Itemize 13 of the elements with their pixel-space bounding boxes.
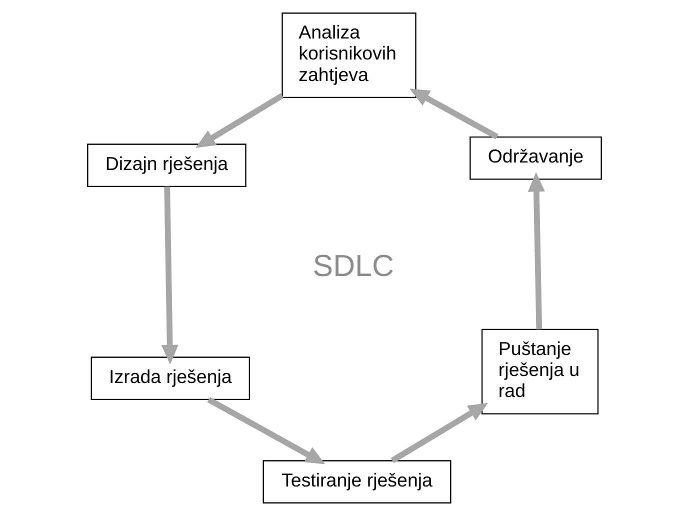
- arrow: [206, 396, 325, 464]
- node-box: Puštanje rješenja u rad: [480, 328, 598, 414]
- arrow: [195, 93, 284, 148]
- arrow: [390, 402, 488, 464]
- label: SDLC: [312, 248, 394, 283]
- arrow: [527, 172, 544, 330]
- node-box: Održavanje: [469, 136, 602, 180]
- arrow: [409, 88, 498, 140]
- node-box: Dizajn rješenja: [86, 144, 246, 188]
- node-box: Testiranje rješenja: [262, 460, 451, 504]
- node-box: Analiza korisnikovih zahtjeva: [281, 12, 416, 98]
- arrow: [160, 186, 178, 365]
- node-box: Izrada rješenja: [90, 356, 250, 400]
